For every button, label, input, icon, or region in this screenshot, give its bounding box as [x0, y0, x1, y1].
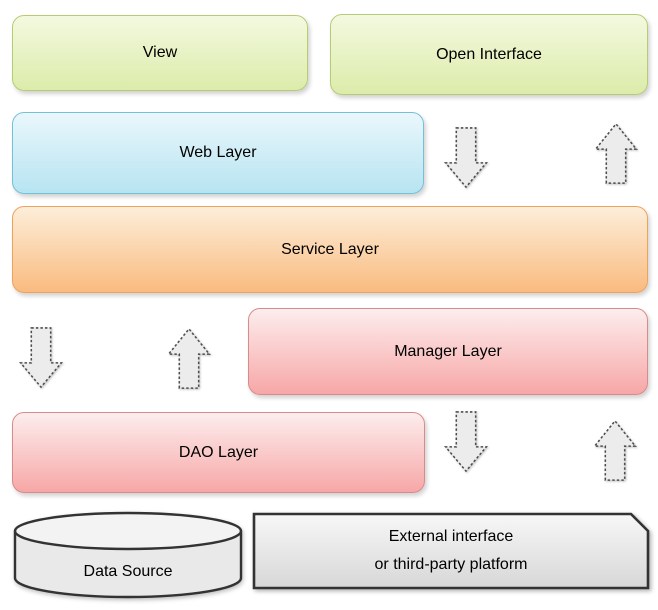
- node-external-platform-label: External interface or third-party platfo…: [252, 512, 650, 590]
- node-service-layer: Service Layer: [12, 206, 648, 293]
- cut-corner-box-shape: [252, 512, 650, 590]
- external-label-line1: External interface: [388, 528, 514, 545]
- database-cylinder-icon: [13, 511, 243, 599]
- node-open-interface: Open Interface: [330, 14, 648, 95]
- node-manager-layer: Manager Layer: [248, 308, 648, 395]
- node-web-layer-label: Web Layer: [179, 144, 257, 161]
- up-arrow-icon: [593, 419, 637, 481]
- node-external-platform: External interface or third-party platfo…: [252, 512, 650, 590]
- up-arrow-icon: [594, 122, 638, 184]
- node-open-interface-label: Open Interface: [436, 45, 542, 63]
- node-data-source-label: Data Source: [83, 563, 173, 580]
- down-arrow-icon: [443, 127, 489, 189]
- up-arrow-icon: [167, 327, 211, 389]
- external-label-line2: or third-party platform: [374, 556, 528, 573]
- node-view: View: [12, 15, 308, 91]
- node-view-label: View: [142, 44, 178, 61]
- node-data-source: Data Source: [12, 510, 244, 600]
- down-arrow-icon: [18, 327, 64, 389]
- down-arrow-icon: [443, 411, 489, 473]
- node-web-layer: Web Layer: [12, 112, 424, 194]
- node-dao-layer-label: DAO Layer: [178, 443, 259, 461]
- node-dao-layer: DAO Layer: [12, 412, 425, 493]
- node-manager-layer-label: Manager Layer: [394, 342, 502, 360]
- node-service-layer-label: Service Layer: [281, 240, 379, 258]
